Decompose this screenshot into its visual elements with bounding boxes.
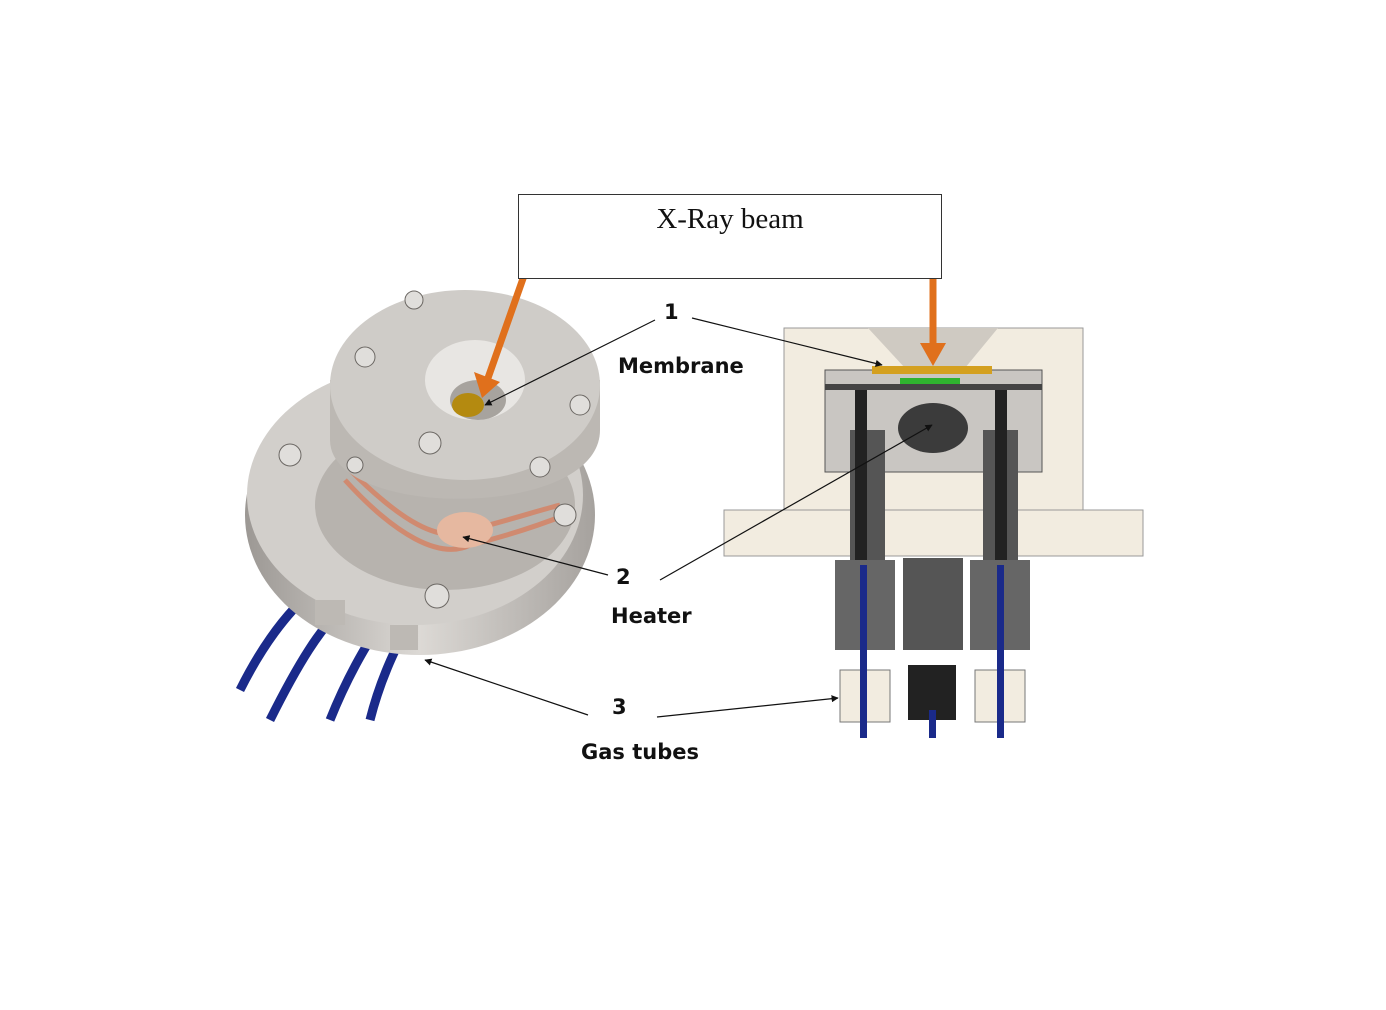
label-number-2: 2 <box>616 565 631 589</box>
xray-beam-label: X-Ray beam <box>656 203 804 235</box>
label-gas-tubes: Gas tubes <box>581 740 699 764</box>
label-heater: Heater <box>611 604 692 628</box>
cell-cross-section <box>723 327 1144 738</box>
label-number-1: 1 <box>664 300 679 324</box>
xray-beam-arrows <box>474 268 946 398</box>
cell-3d-view <box>235 290 600 723</box>
xray-beam-label-box: X-Ray beam <box>518 194 942 279</box>
label-membrane: Membrane <box>618 354 744 378</box>
label-number-3: 3 <box>612 695 627 719</box>
leader-lines <box>424 317 933 718</box>
